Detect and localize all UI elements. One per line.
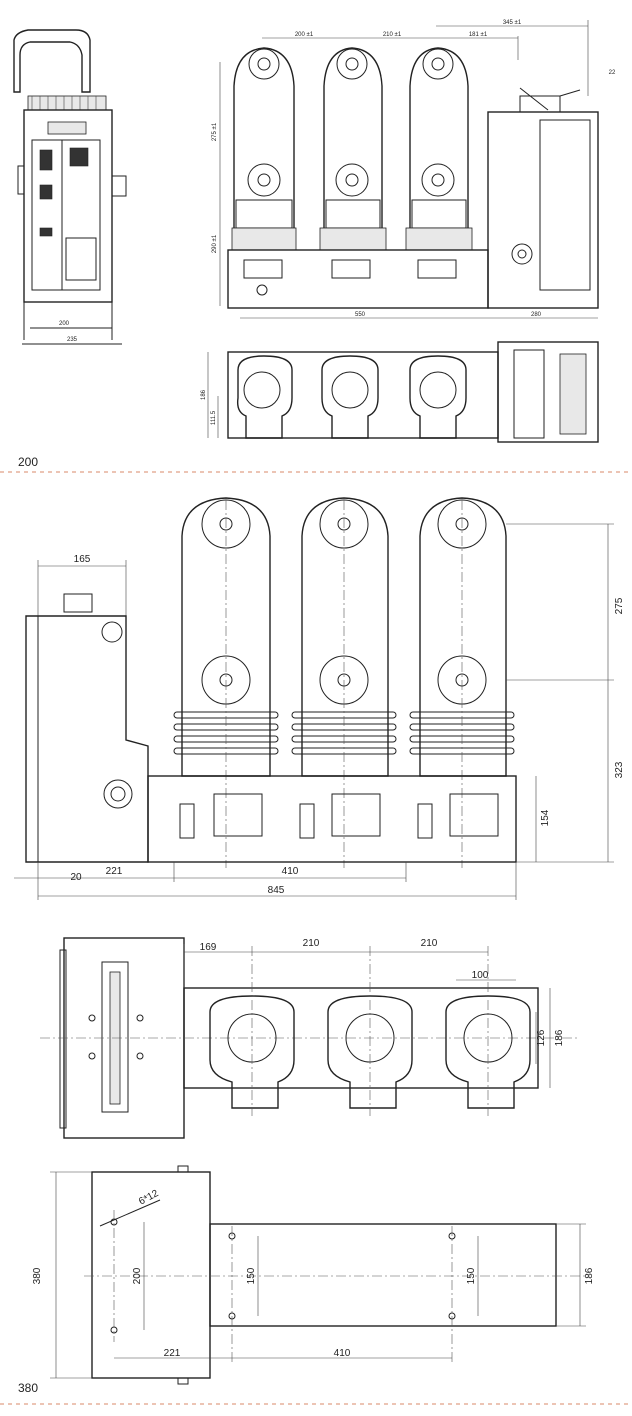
dim-label: 20 [70,872,82,883]
dim-label: 235 [67,337,78,343]
dim-label: 165 [74,554,91,565]
dim-label: 186 [201,389,207,400]
dim-label: 150 [246,1267,257,1284]
top-front-view: 200 ±1 210 ±1 181 ±1 345 ±1 22 275 ±1 29… [212,20,616,319]
top-plan-view: 186 111.5 [201,341,599,443]
dim-label: 410 [334,1348,351,1359]
section-label: 200 [18,455,38,469]
side-elevation-view: 165 [14,497,625,900]
section-label: 380 [18,1381,38,1395]
pole-a [231,47,297,251]
dim-label: 200 ±1 [295,32,314,38]
dim-label: 154 [540,809,551,826]
dim-label: 126 [536,1029,547,1046]
dim-label: 150 [466,1267,477,1284]
dim-label: 345 ±1 [503,20,522,26]
dim-label: 181 ±1 [469,32,488,38]
dim-label: 275 ±1 [212,122,218,141]
dim-label: 210 ±1 [383,32,402,38]
dim-label: 290 ±1 [212,234,218,253]
dim-label: 210 [421,938,438,949]
dim-label: 410 [282,866,299,877]
dim-label: 550 [355,312,366,318]
dim-label: 845 [268,885,285,896]
dim-label: 380 [32,1267,43,1284]
dim-label: 100 [472,970,489,981]
dim-label: 186 [554,1029,565,1046]
plan-view: 169 210 210 100 126 186 [40,937,580,1139]
dim-label: 111.5 [211,410,217,425]
dim-label: 221 [164,1348,181,1359]
pole-c [405,47,473,251]
dim-label: 280 [531,312,542,318]
dim-label: 186 [584,1267,595,1284]
pole-b [319,47,387,251]
dim-label: 275 [614,597,625,614]
dim-label: 200 [59,321,70,327]
dim-label: 221 [106,866,123,877]
dim-label: 323 [614,761,625,778]
dim-label: 22 [609,70,616,76]
dim-label: 200 [132,1267,143,1284]
base-view: 6*12 380 200 150 150 186 221 410 [32,1165,595,1385]
dim-label: 169 [200,942,217,953]
dim-label: 210 [303,938,320,949]
small-side-view: 200 235 [13,29,127,345]
